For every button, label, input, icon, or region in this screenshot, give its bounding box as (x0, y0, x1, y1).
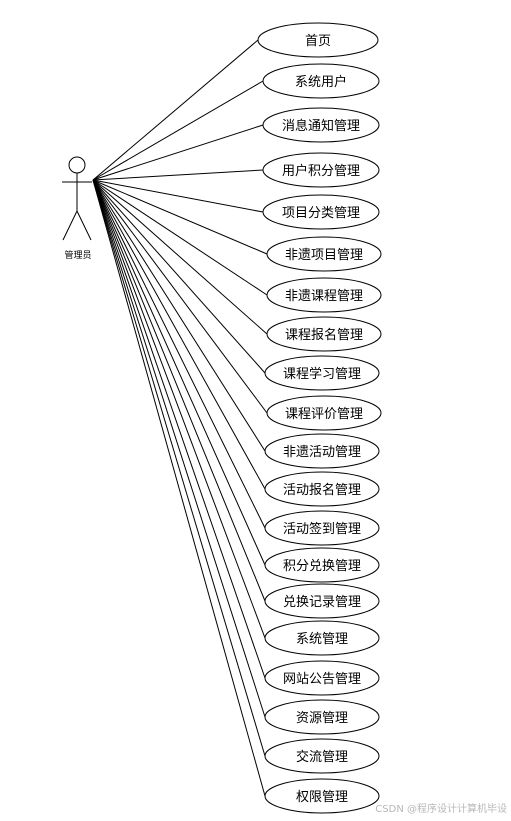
association-line (92, 179, 268, 414)
use-case-label: 项目分类管理 (282, 206, 360, 221)
use-case-ellipse (264, 547, 380, 583)
use-case-label: 交流管理 (296, 749, 348, 765)
use-case-label: 非遗课程管理 (285, 289, 363, 304)
use-case: 活动报名管理 (264, 471, 380, 507)
association-line (92, 179, 266, 452)
use-case: 课程报名管理 (266, 316, 382, 352)
use-case: 项目分类管理 (262, 194, 380, 230)
use-case-label: 资源管理 (296, 711, 348, 726)
use-case-ellipse (262, 152, 380, 188)
use-case: 交流管理 (264, 738, 380, 774)
use-case-ellipse (264, 471, 380, 507)
use-case-ellipse (262, 63, 380, 99)
association-line (92, 179, 266, 797)
actor-admin: 管理员 (62, 156, 92, 261)
use-case-ellipse (264, 433, 380, 469)
association-line (92, 179, 264, 213)
use-case-ellipse (262, 194, 380, 230)
use-case: 权限管理 (264, 778, 380, 814)
use-case-ellipse (266, 277, 382, 313)
association-line (92, 179, 266, 374)
use-case-ellipse (262, 107, 380, 143)
use-case-ellipse (266, 236, 382, 272)
use-case: 课程评价管理 (266, 395, 382, 431)
use-case-ellipse (264, 355, 380, 391)
actor-right-leg (76, 210, 92, 241)
association-line (92, 124, 264, 181)
association-line (92, 179, 266, 529)
use-case: 系统用户 (262, 63, 380, 99)
watermark: CSDN @程序设计计算机毕设 (375, 804, 507, 815)
use-case-label: 首页 (305, 34, 331, 49)
association-line (92, 179, 266, 718)
use-case-label: 课程报名管理 (285, 327, 363, 343)
association-lines (92, 39, 268, 797)
use-case-label: 活动报名管理 (283, 482, 361, 498)
use-case-label: 课程学习管理 (283, 366, 361, 382)
use-case-label: 非遗活动管理 (283, 445, 361, 460)
use-case-ellipse (264, 620, 380, 656)
use-case: 资源管理 (264, 699, 380, 735)
use-case-label: 非遗项目管理 (285, 248, 363, 263)
association-line (92, 179, 268, 296)
use-case-label: 活动签到管理 (283, 521, 361, 537)
association-line (92, 179, 266, 566)
use-case-label: 权限管理 (296, 789, 348, 805)
use-case-ellipse (264, 778, 380, 814)
association-line (92, 39, 259, 181)
use-case: 兑换记录管理 (264, 583, 380, 619)
association-line (92, 179, 268, 335)
use-case-ellipse (264, 660, 380, 696)
association-line (92, 179, 266, 679)
use-case-ellipse (266, 316, 382, 352)
association-line (92, 179, 266, 602)
use-case: 网站公告管理 (264, 660, 380, 696)
use-case-label: 网站公告管理 (283, 672, 361, 687)
use-case-label: 系统管理 (296, 632, 348, 647)
use-case-ellipse (264, 510, 380, 546)
use-case-label: 兑换记录管理 (283, 595, 361, 610)
use-case: 非遗项目管理 (266, 236, 382, 272)
use-case: 非遗活动管理 (264, 433, 380, 469)
association-line (92, 169, 264, 181)
use-case: 活动签到管理 (264, 510, 380, 546)
use-case-label: 消息通知管理 (282, 118, 360, 134)
use-case: 首页 (257, 22, 379, 58)
use-case-ellipse (266, 395, 382, 431)
use-case-ellipse (257, 22, 379, 58)
use-case: 积分兑换管理 (264, 547, 380, 583)
use-case-ellipse (264, 738, 380, 774)
use-case: 系统管理 (264, 620, 380, 656)
association-line (92, 179, 268, 255)
use-case-label: 课程评价管理 (285, 407, 363, 422)
actor-left-leg (62, 210, 78, 241)
association-line (92, 80, 264, 181)
actor-head (68, 156, 86, 174)
use-case-ellipse (264, 583, 380, 619)
association-line (92, 179, 266, 639)
association-line (92, 179, 266, 757)
association-line (92, 179, 266, 490)
use-case-label: 系统用户 (295, 74, 347, 90)
use-cases: 首页系统用户消息通知管理用户积分管理项目分类管理非遗项目管理非遗课程管理课程报名… (257, 22, 382, 814)
use-case: 课程学习管理 (264, 355, 380, 391)
use-case: 用户积分管理 (262, 152, 380, 188)
use-case-label: 用户积分管理 (282, 163, 360, 179)
use-case-label: 积分兑换管理 (283, 559, 361, 574)
use-case: 非遗课程管理 (266, 277, 382, 313)
use-case: 消息通知管理 (262, 107, 380, 143)
use-case-ellipse (264, 699, 380, 735)
actor-label: 管理员 (64, 249, 91, 261)
